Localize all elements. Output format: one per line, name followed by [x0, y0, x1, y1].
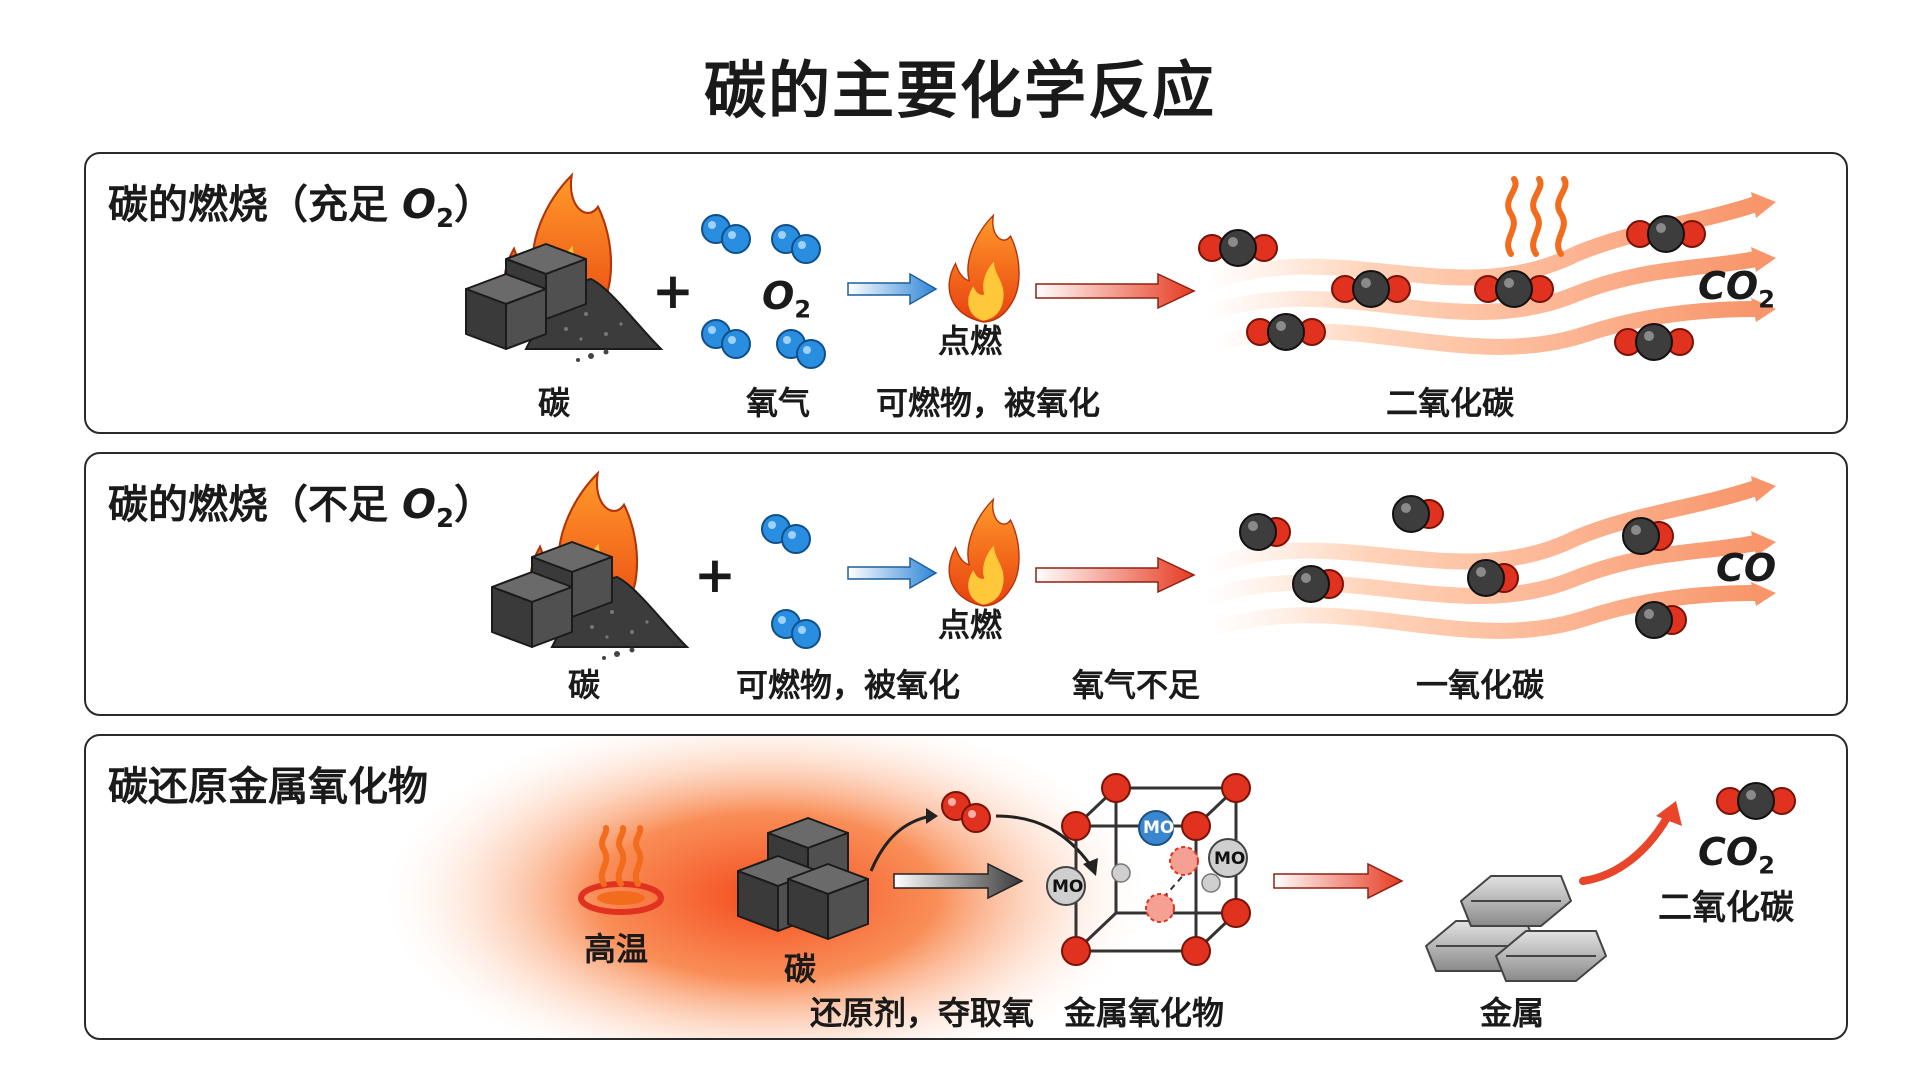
panel-title: 碳的燃烧（充足 O2）: [108, 172, 494, 234]
blue-arrow-icon: [847, 556, 938, 590]
plus-sign: +: [652, 262, 694, 320]
co2-formula-text: CO: [1698, 264, 1759, 308]
co2-release-arrow-icon: [1579, 801, 1682, 885]
blue-arrow-icon: [847, 272, 938, 306]
co-flow-icon: [1198, 476, 1776, 639]
co2-formula: CO2: [1698, 264, 1775, 314]
mo-label-top: MO: [1143, 818, 1175, 838]
gray-arrow-icon: [893, 862, 1024, 900]
panel-title: 碳还原金属氧化物: [108, 764, 428, 810]
insufficient-oxygen-label: 氧气不足: [1072, 666, 1201, 704]
oxygen-molecules-icon: [761, 514, 821, 649]
metal-bars-icon: [1425, 875, 1607, 982]
oxide-label: 金属氧化物: [1064, 994, 1225, 1032]
carbon-label: 碳: [568, 666, 601, 704]
co-formula: CO: [1716, 546, 1777, 590]
carbon-label: 碳: [784, 950, 817, 988]
o2-formula: O2: [762, 274, 811, 324]
panel-title-o: O: [401, 182, 436, 228]
panel-title-end: ）: [454, 182, 495, 228]
burning-carbon-icon: [491, 472, 688, 660]
panel-title-end: ）: [454, 482, 495, 528]
red-arrow-icon: [1273, 862, 1404, 900]
ignition-flame-icon: [948, 498, 1020, 607]
metal-oxide-lattice-icon: [1046, 773, 1251, 966]
panel-incomplete-combustion: 碳的燃烧（不足 O2） 碳 + 可燃物，被氧化 点燃 氧气不足 CO: [84, 452, 1848, 716]
diagram-title: 碳的主要化学反应: [703, 54, 1216, 127]
carbon-blocks-icon: [737, 817, 869, 940]
panel-title-sub: 2: [435, 504, 455, 534]
reducer-label: 还原剂，夺取氧: [810, 994, 1035, 1032]
combustible-label: 可燃物，被氧化: [876, 384, 1101, 422]
oxygen-transfer-icon: [869, 791, 1098, 876]
product-label: 一氧化碳: [1416, 666, 1545, 704]
oxygen-label: 氧气: [746, 384, 811, 422]
product-label: 二氧化碳: [1658, 888, 1794, 928]
red-arrow-icon: [1035, 556, 1196, 594]
ignite-label: 点燃: [938, 322, 1003, 360]
co2-formula-sub: 2: [1758, 285, 1775, 314]
panel-title-o: O: [401, 482, 436, 528]
combustible-label: 可燃物，被氧化: [736, 666, 961, 704]
o2-formula-text: O: [762, 274, 795, 318]
panel-reduce-metal-oxide: 碳还原金属氧化物 高温 碳: [84, 734, 1848, 1040]
carbon-label: 碳: [538, 384, 571, 422]
panel-title-text: 碳的燃烧（不足: [108, 482, 402, 528]
mo-label-left: MO: [1052, 877, 1084, 897]
metal-label: 金属: [1480, 994, 1545, 1032]
mo-label-right: MO: [1214, 849, 1246, 869]
red-arrow-icon: [1035, 272, 1196, 310]
co2-flow-icon: [1198, 176, 1776, 361]
ignite-label: 点燃: [938, 606, 1003, 644]
heat-icon: [578, 825, 664, 915]
panel-title: 碳的燃烧（不足 O2）: [108, 472, 494, 534]
o2-formula-sub: 2: [794, 295, 812, 324]
co2-formula-sub: 2: [1758, 851, 1775, 880]
panel-title-sub: 2: [435, 204, 455, 234]
plus-sign: +: [694, 546, 736, 604]
co2-formula: CO2: [1698, 830, 1775, 880]
heat-label: 高温: [584, 930, 649, 968]
panel-title-text: 碳的燃烧（充足: [108, 182, 402, 228]
product-label: 二氧化碳: [1386, 384, 1515, 422]
ignition-flame-icon: [948, 214, 1020, 323]
co2-molecule-icon: [1716, 782, 1796, 820]
panel-full-combustion: 碳的燃烧（充足 O2） 碳 + O2 氧气 点燃 可燃物，被氧化: [84, 152, 1848, 434]
burning-carbon-icon: [465, 174, 662, 362]
co2-formula-text: CO: [1698, 830, 1759, 874]
